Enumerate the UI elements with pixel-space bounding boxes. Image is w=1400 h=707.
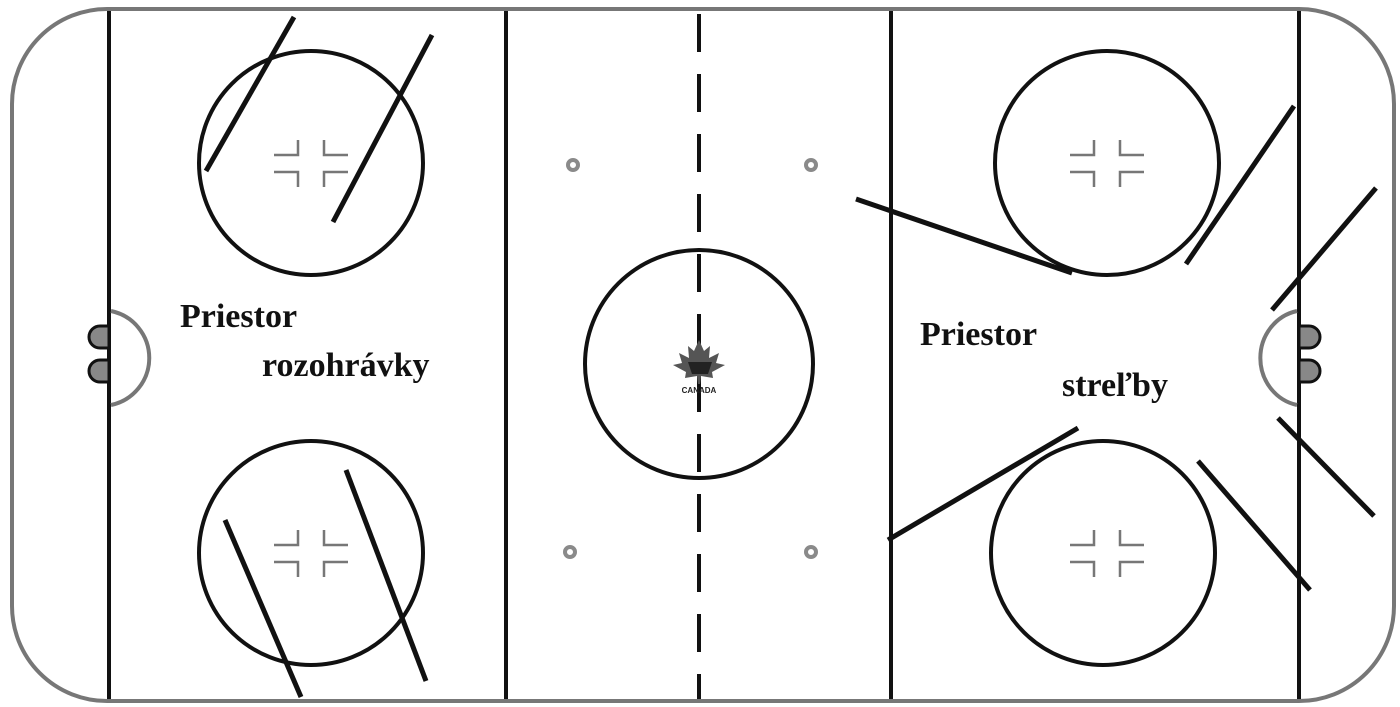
faceoff-dot-neutral-bottom-left [563,545,577,559]
hash-marks-top-right [1070,140,1144,187]
lane-line-right-3 [1270,186,1378,312]
faceoff-dot-neutral-top-right [804,158,818,172]
goal-right [1258,309,1322,407]
neutral-zone-dots [563,158,818,559]
hockey-canada-maple-leaf-logo: CANADA [673,340,725,395]
goal-crease-left [110,309,152,407]
lane-line-right-5 [1196,459,1312,592]
faceoff-circle-bottom-right [989,439,1217,667]
hash-marks-top-left [274,140,348,187]
left-zone-label-line2: rozohrávky [262,347,430,384]
faceoff-circle-bottom-left [197,439,425,667]
faceoff-dot-neutral-bottom-right [804,545,818,559]
goal-net-left [87,324,111,384]
shooting-lanes-right-zone [855,104,1378,592]
lane-line-right-6 [1276,416,1376,518]
hash-marks-bottom-left [274,530,348,577]
logo-text: CANADA [682,386,717,395]
center-faceoff-circle [583,248,815,480]
lane-line-left-bottom-1 [222,519,304,698]
lane-line-right-2 [1183,104,1297,266]
lane-line-right-1 [855,196,1073,276]
lane-line-left-bottom-2 [343,469,429,682]
lane-line-left-top-1 [203,15,297,173]
passing-lanes-left-zone [203,15,435,698]
goal-crease-right [1258,309,1298,407]
right-zone-label-line2: streľby [1062,367,1168,404]
hash-marks-bottom-right [1070,530,1144,577]
goal-net-right [1297,324,1322,384]
lane-line-left-top-2 [330,33,435,224]
lane-line-right-4 [886,425,1080,543]
faceoff-circle-top-left [197,49,425,277]
faceoff-dot-neutral-top-left [566,158,580,172]
right-zone-label-line1: Priestor [920,316,1038,353]
faceoff-circle-top-right [993,49,1221,277]
left-zone-label-line1: Priestor [180,298,298,335]
goal-left [87,309,152,407]
